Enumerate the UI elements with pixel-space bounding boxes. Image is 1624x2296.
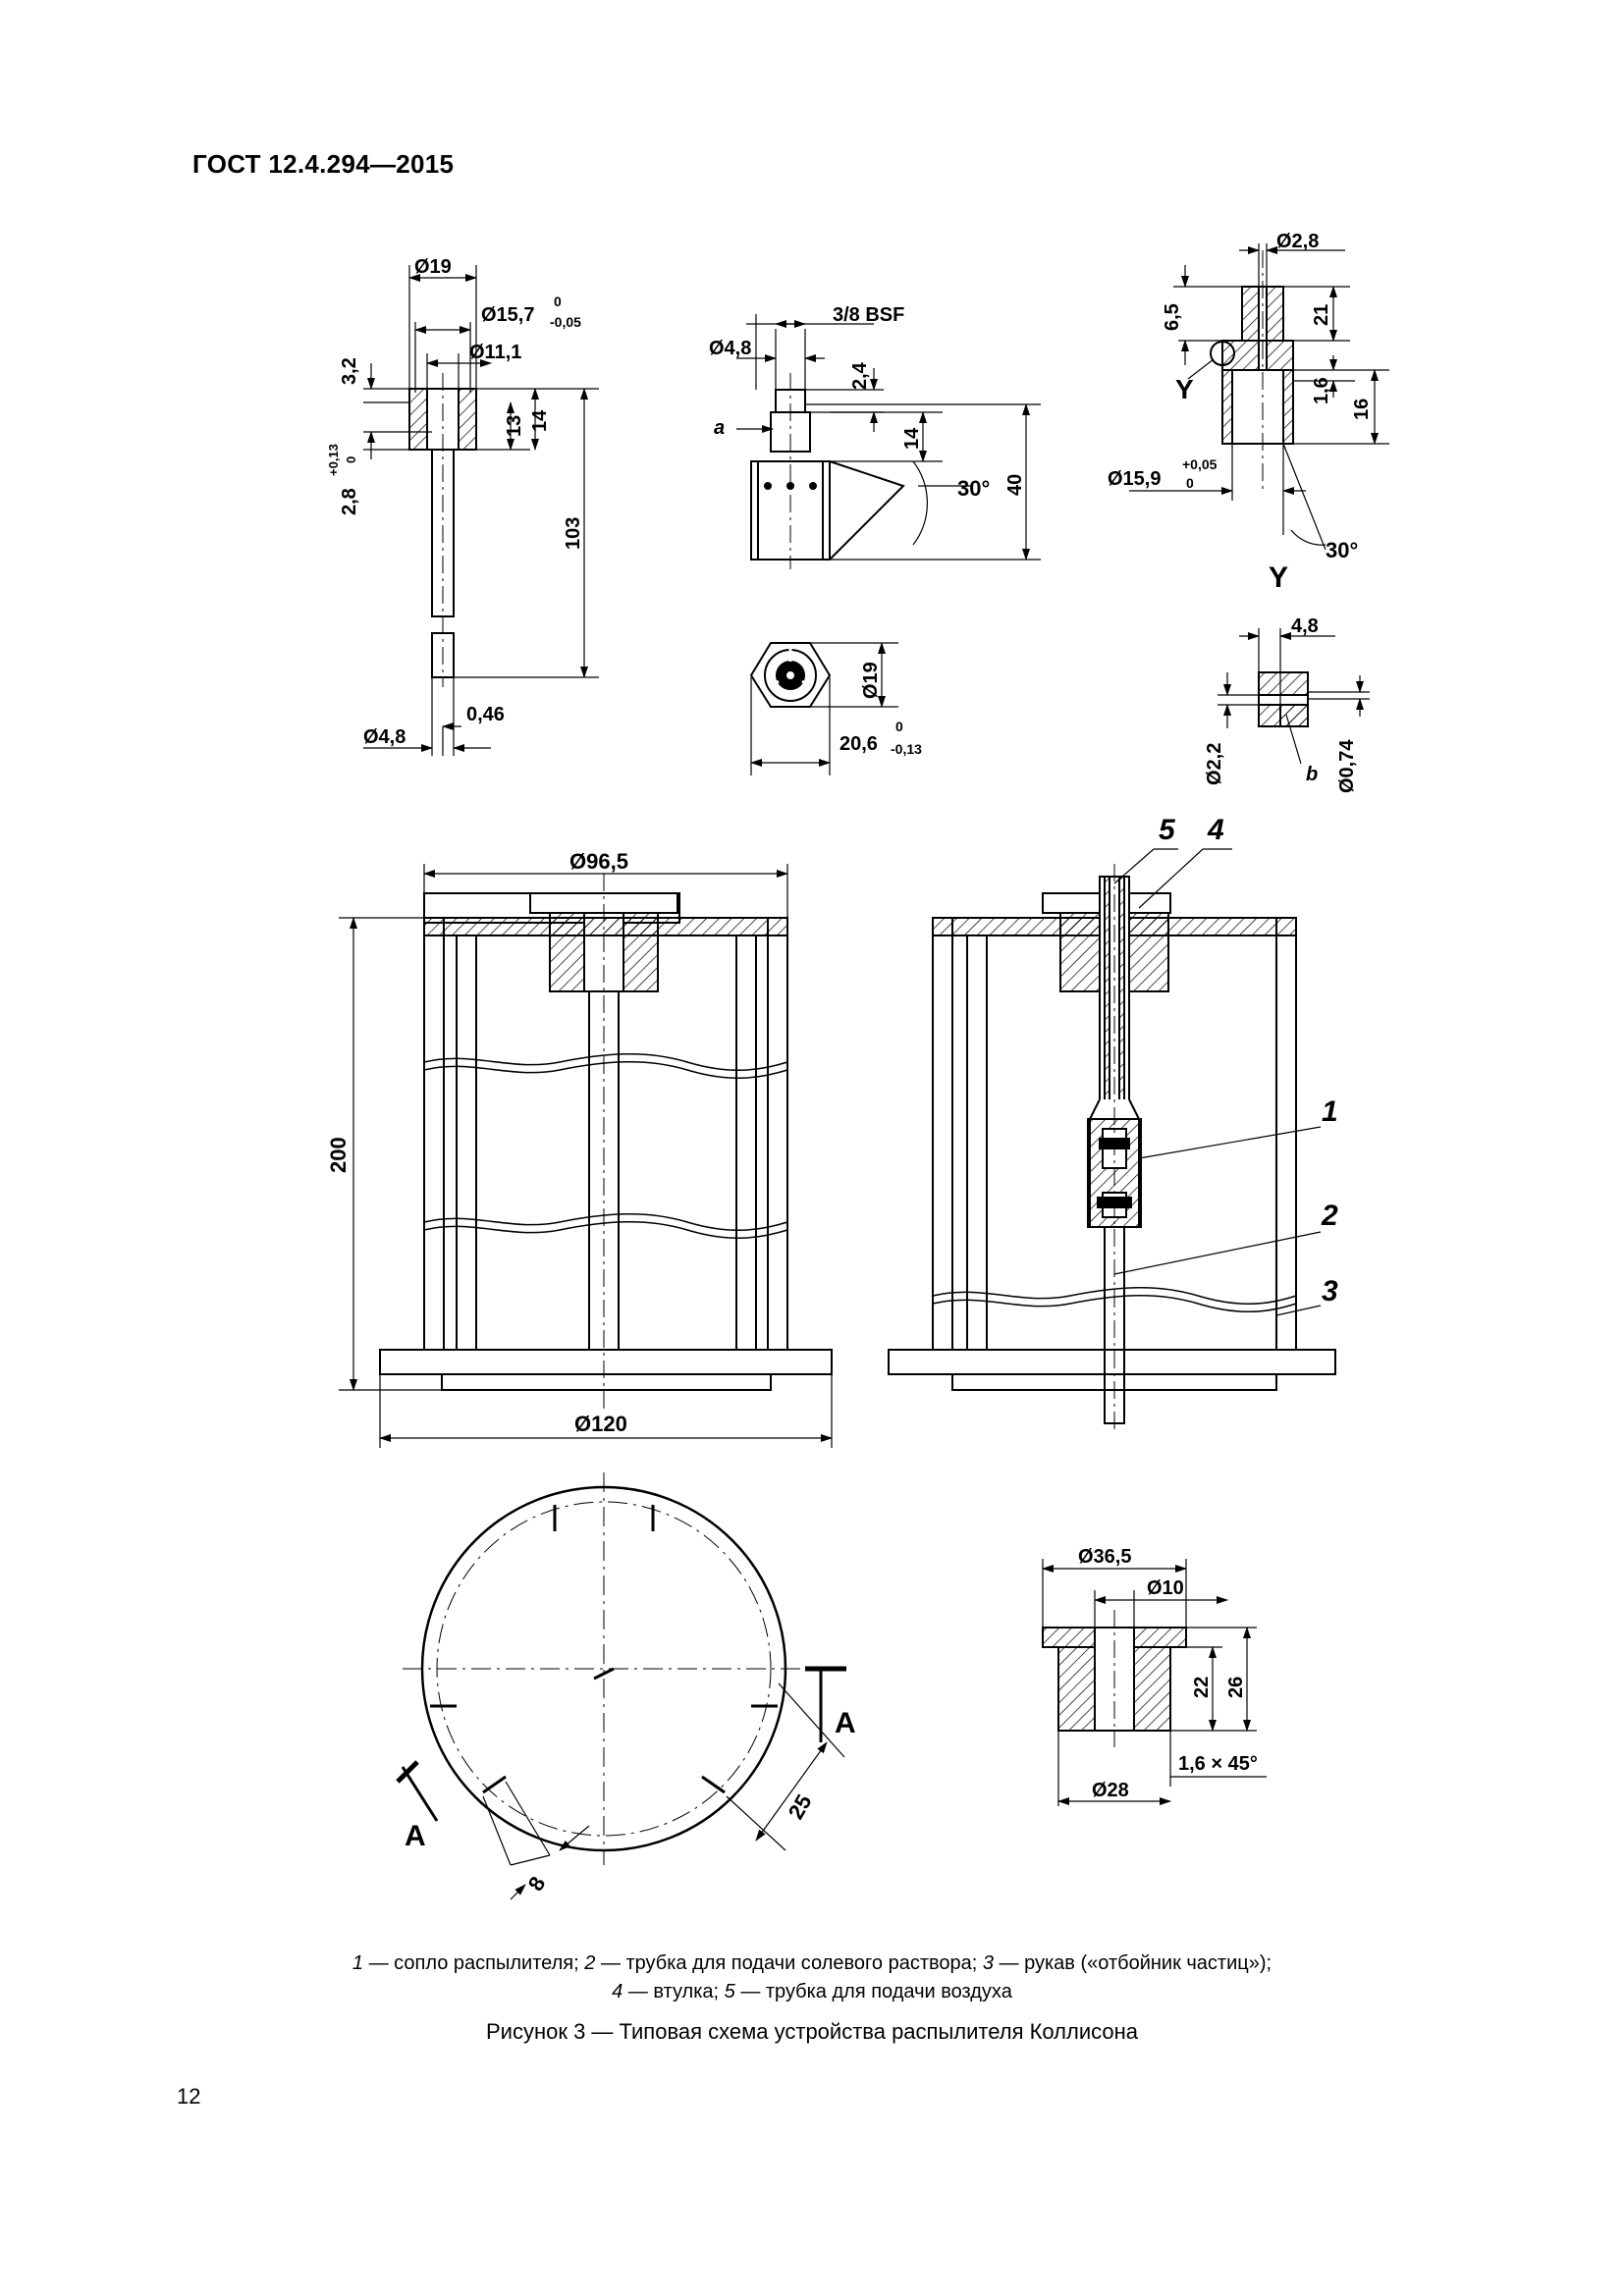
- page-number: 12: [177, 2084, 201, 2109]
- dim-d111: Ø11,1: [469, 342, 521, 363]
- dim-21: 21: [1311, 304, 1332, 326]
- svg-text:0: 0: [1186, 475, 1194, 491]
- callout-3: 3: [1322, 1275, 1338, 1308]
- label-y: Y: [1175, 374, 1194, 404]
- assembly-right-view: 5 4 1 2 3: [888, 814, 1338, 1433]
- nut-view: Ø2,8 6,5 21 1,6 16 Ø15,9 +0,05 0 30° Y Y: [1108, 231, 1389, 594]
- callout-2: 2: [1321, 1200, 1338, 1232]
- dim-8: 8: [523, 1872, 551, 1895]
- dim-d48: Ø4,8: [363, 726, 406, 748]
- dim-103: 103: [563, 517, 584, 550]
- section-a-left: A: [405, 1820, 426, 1852]
- label-view-y: Y: [1269, 561, 1288, 594]
- dim-13: 13: [504, 415, 525, 437]
- svg-text:0: 0: [895, 719, 903, 734]
- dim-thread: 3/8 BSF: [833, 304, 904, 326]
- svg-text:+0,13: +0,13: [326, 444, 341, 476]
- dim-d157: Ø15,7: [481, 304, 534, 326]
- dim-d365: Ø36,5: [1078, 1546, 1131, 1568]
- dim-40: 40: [1004, 474, 1026, 496]
- dim-d28-nut: Ø2,8: [1276, 231, 1319, 252]
- legend-line-1: 1 — сопло распылителя; 2 — трубка для по…: [352, 1952, 1272, 1974]
- dim-chamfer: 1,6 × 45°: [1178, 1753, 1258, 1775]
- dim-32: 3,2: [339, 357, 360, 385]
- air-tube-view: Ø19 Ø15,7 0 -0,05 Ø11,1 3,2 2,8 +0,13 0 …: [326, 256, 599, 756]
- assembly-left-view: Ø96,5 200 Ø120: [326, 849, 833, 1448]
- dim-d48-nozzle: Ø4,8: [709, 338, 751, 359]
- dim-d19-end: Ø19: [860, 662, 882, 699]
- callout-5: 5: [1159, 814, 1176, 846]
- svg-text:0: 0: [344, 456, 358, 463]
- dim-d159: Ø15,9: [1108, 468, 1161, 490]
- callout-4: 4: [1207, 814, 1224, 846]
- section-a-right: A: [835, 1707, 856, 1739]
- dim-22: 22: [1191, 1677, 1213, 1698]
- dim-14: 14: [529, 409, 551, 432]
- svg-text:0: 0: [554, 294, 562, 309]
- dim-206: 20,6: [839, 733, 878, 755]
- dim-48-detail: 4,8: [1291, 615, 1319, 637]
- dim-d120: Ø120: [574, 1412, 627, 1436]
- label-a: a: [714, 417, 725, 439]
- svg-text:-0,13: -0,13: [891, 741, 922, 757]
- legend-line-2: 4 — втулка; 5 — трубка для подачи воздух…: [612, 1981, 1012, 2002]
- dim-200: 200: [326, 1137, 351, 1173]
- dim-24: 2,4: [849, 361, 871, 390]
- ring-view: 25 8 A A: [396, 1472, 856, 1900]
- dim-d10: Ø10: [1147, 1577, 1184, 1599]
- dim-d074: Ø0,74: [1336, 739, 1358, 793]
- nozzle-end-view: Ø19 20,6 0 -0,13: [749, 642, 922, 775]
- dim-26: 26: [1225, 1677, 1247, 1698]
- detail-y-view: 4,8 Ø2,2 Ø0,74 b: [1204, 615, 1370, 793]
- document-number: ГОСТ 12.4.294—2015: [192, 149, 455, 179]
- svg-text:-0,05: -0,05: [550, 314, 581, 330]
- dim-16b: 16: [1351, 399, 1373, 420]
- dim-16-nut: 1,6: [1311, 377, 1332, 404]
- svg-text:+0,05: +0,05: [1182, 456, 1218, 472]
- dim-d28-bush: Ø28: [1092, 1780, 1129, 1801]
- dim-046: 0,46: [466, 704, 505, 725]
- dim-angle-nut: 30°: [1326, 538, 1358, 562]
- dim-28: 2,8: [339, 488, 360, 515]
- dim-d19: Ø19: [414, 256, 452, 278]
- label-b: b: [1306, 764, 1318, 785]
- callout-1: 1: [1322, 1095, 1338, 1128]
- bush-view: Ø36,5 Ø10 22 26 1,6 × 45° Ø28: [1042, 1546, 1267, 1806]
- dim-65: 6,5: [1162, 303, 1183, 331]
- figure-caption: Рисунок 3 — Типовая схема устройства рас…: [486, 2019, 1138, 2044]
- dim-d22: Ø2,2: [1204, 743, 1225, 785]
- dim-14-nozzle: 14: [901, 427, 923, 450]
- nozzle-view: 3/8 BSF Ø4,8 2,4 14 40 30° a: [709, 304, 1041, 569]
- dim-angle-30: 30°: [957, 476, 990, 501]
- dim-d965: Ø96,5: [569, 849, 628, 874]
